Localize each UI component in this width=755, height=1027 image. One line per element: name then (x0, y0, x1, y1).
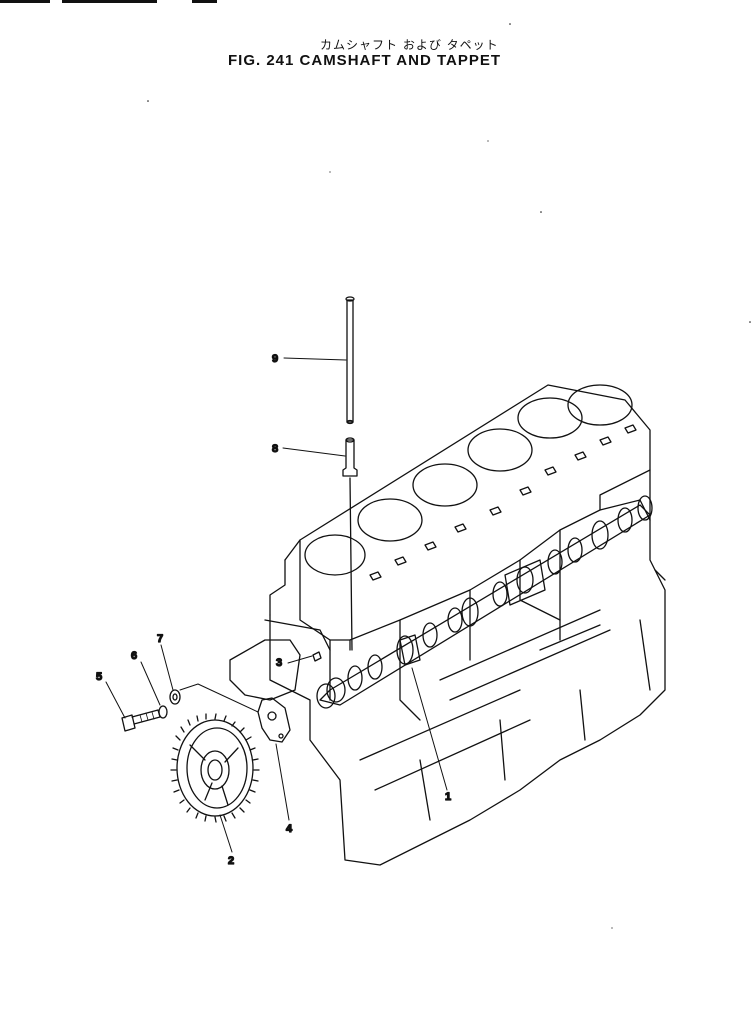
callout-1: 1 (445, 791, 451, 803)
callout-4: 4 (286, 823, 293, 835)
cam-gear (170, 713, 260, 823)
figure-title: FIG. 241 CAMSHAFT AND TAPPET (228, 52, 502, 69)
scan-specks (147, 23, 751, 929)
leader-lines (105, 357, 448, 853)
scan-edge-marks (0, 0, 217, 3)
callout-6: 6 (131, 650, 137, 662)
callout-8: 8 (272, 443, 278, 455)
pin (312, 651, 322, 662)
callout-7: 7 (157, 633, 163, 645)
tappet (342, 437, 358, 651)
assembly-guide-line (179, 683, 259, 713)
callout-9: 9 (272, 353, 278, 365)
callout-3: 3 (276, 657, 282, 669)
thrust-plate (257, 697, 291, 743)
lock-washer (158, 705, 168, 719)
callout-2: 2 (228, 855, 234, 867)
push-rod (345, 296, 355, 425)
engine-block (229, 384, 666, 866)
title-japanese: カムシャフト および タペット (320, 38, 499, 52)
camshaft (316, 495, 653, 709)
bolt (121, 709, 161, 732)
washer (169, 689, 181, 705)
callout-5: 5 (96, 671, 102, 683)
